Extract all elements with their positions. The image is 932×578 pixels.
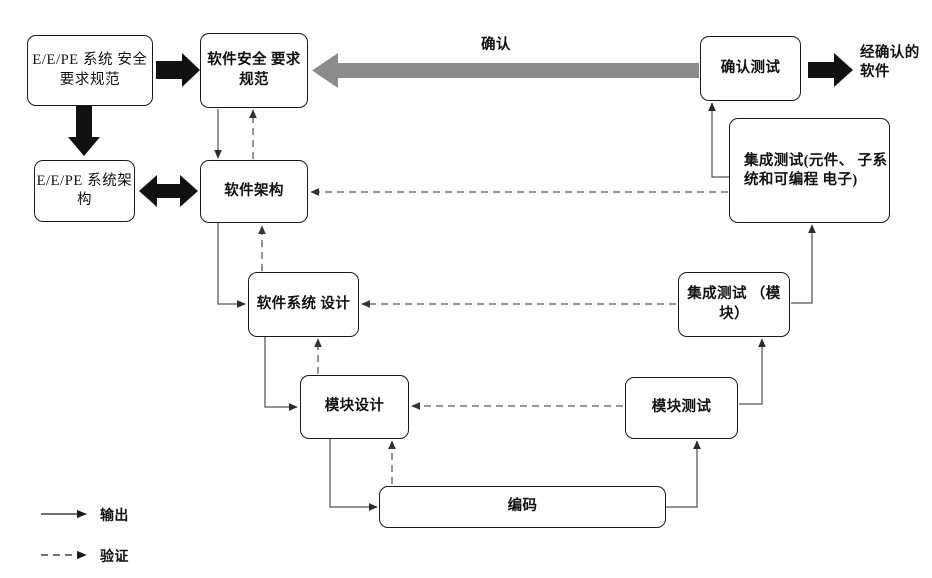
block-arrow-eepearch-swarch-bidirectional bbox=[139, 175, 198, 207]
node-module-design[interactable]: 模块设计 bbox=[300, 375, 409, 439]
edge-arch-to-sysdesign bbox=[217, 223, 246, 308]
label-validated-software: 经确认的 软件 bbox=[860, 45, 920, 80]
edge-integrationcomponents-to-validationtest bbox=[708, 102, 729, 178]
node-eepe-system-architecture[interactable]: E/E/PE 系统架构 bbox=[34, 160, 135, 222]
node-integration-test-module[interactable]: 集成测试 （模块） bbox=[678, 272, 790, 337]
node-software-system-design[interactable]: 软件系统 设计 bbox=[248, 272, 359, 337]
node-software-safety-requirements[interactable]: 软件安全 要求规范 bbox=[200, 33, 308, 108]
block-arrow-group: sw-safety-req --> eepe-arch (down) --> s… bbox=[68, 53, 853, 207]
block-arrow-eepereq-to-eepearch bbox=[68, 106, 100, 156]
edge-coding-to-moduletest bbox=[666, 440, 701, 508]
edge-moduledesign-to-coding bbox=[329, 439, 378, 511]
block-arrow-validationtest-to-validatedsoftware bbox=[808, 53, 853, 87]
edge-moduletest-to-integrationmodule bbox=[739, 338, 766, 405]
edge-sysdesign-to-moduledesign bbox=[264, 337, 298, 411]
node-integration-test-components[interactable]: 集成测试(元件、 子系统和可编程 电子) bbox=[729, 118, 890, 223]
node-eepe-safety-requirements[interactable]: E/E/PE 系统 安全要求规范 bbox=[27, 35, 153, 106]
label-validation-arrow: 确认 bbox=[481, 37, 511, 53]
node-coding[interactable]: 编码 bbox=[379, 486, 666, 528]
legend-label-output: 输出 bbox=[100, 509, 129, 524]
edge-integrationmodule-to-integrationcomponents bbox=[791, 224, 816, 304]
node-software-architecture[interactable]: 软件架构 bbox=[200, 160, 308, 223]
node-module-test[interactable]: 模块测试 bbox=[625, 377, 738, 439]
legend-label-verification: 验证 bbox=[100, 550, 129, 565]
node-validation-test[interactable]: 确认测试 bbox=[700, 36, 801, 101]
gray-validation-arrow bbox=[312, 53, 699, 88]
block-arrow-eepereq-to-safetyreq bbox=[156, 53, 200, 87]
